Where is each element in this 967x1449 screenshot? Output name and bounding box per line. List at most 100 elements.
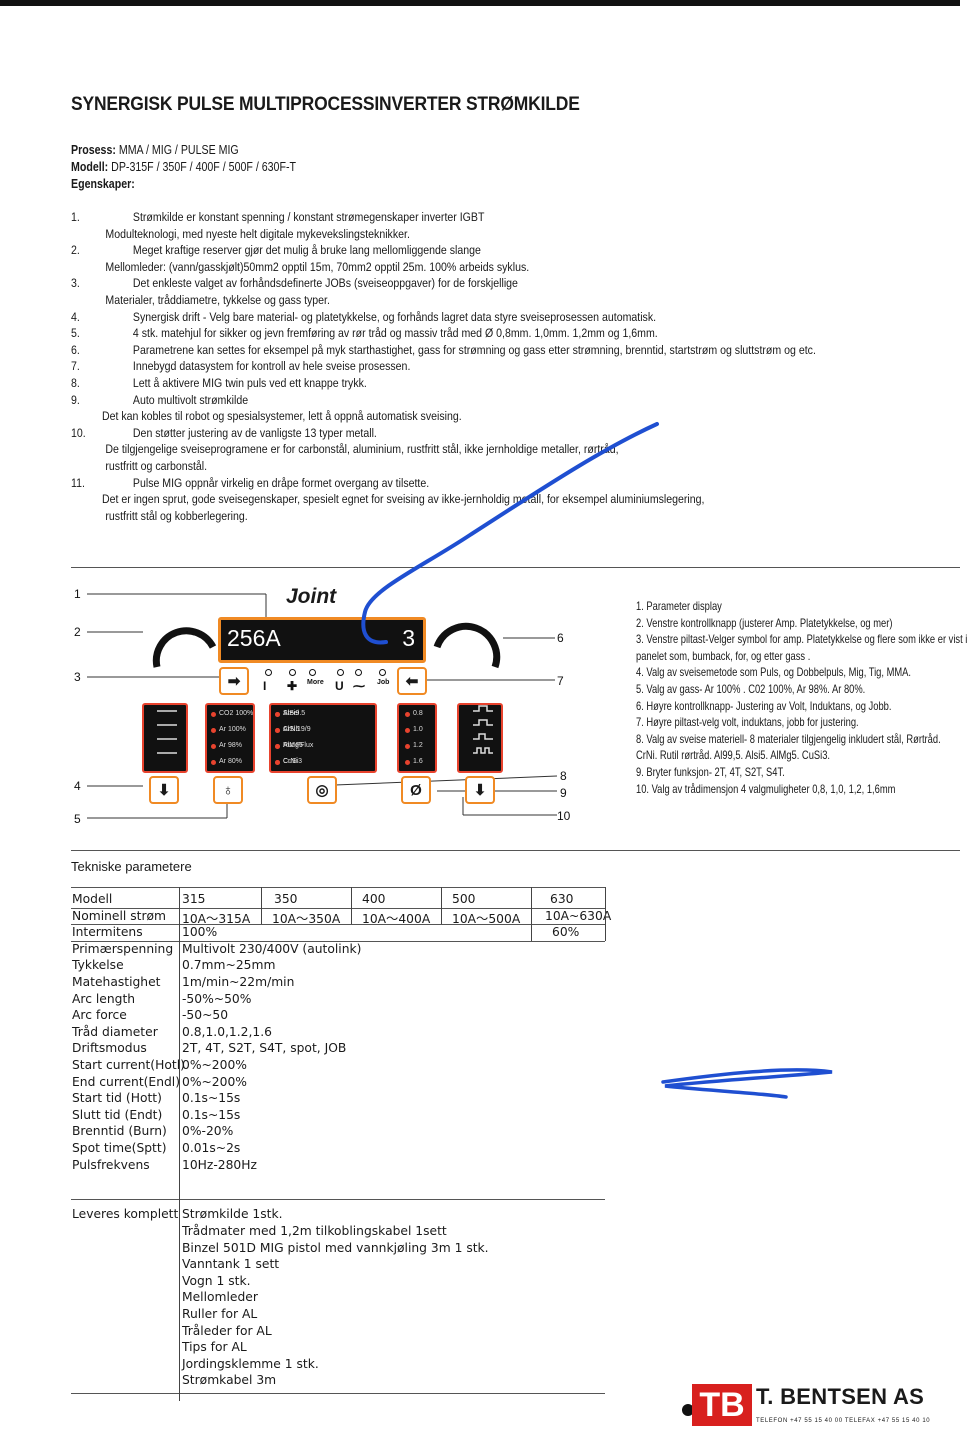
wire-diameter-button[interactable]: Ø <box>401 776 431 804</box>
table-cell: Slutt tid (Endt) <box>72 1107 163 1122</box>
table-cell: 0%-20% <box>182 1124 234 1139</box>
feature-text: Det enkleste valget av forhåndsdefinerte… <box>132 276 518 291</box>
gas-bottle-icon: ♁ <box>222 781 234 799</box>
process-line: Prosess: MMA / MIG / PULSE MIG <box>71 143 239 157</box>
feature-line: 3.Det enkleste valget av forhåndsdefiner… <box>71 275 759 292</box>
legend-item: 4. Valg av sveisemetode som Puls, og Dob… <box>636 665 912 680</box>
table-cell: 0.01s~2s <box>182 1141 241 1155</box>
feature-continuation: Det er ingen sprut, gode sveisegenskaper… <box>101 492 705 507</box>
feature-number: 10. <box>71 425 86 440</box>
feature-text: Parametrene kan settes for eksempel på m… <box>132 342 816 357</box>
delivery-text: Mellomleder <box>182 1290 258 1305</box>
delivery-text: Strømkabel 3m <box>182 1373 277 1388</box>
divider <box>71 567 960 568</box>
feature-continuation: Mellomleder: (vann/gasskjølt)50mm2 oppti… <box>105 259 530 274</box>
feature-line: 4. Synergisk drift - Velg bare material- … <box>71 309 759 326</box>
material-select-button[interactable]: ◎ <box>307 776 337 804</box>
table-cell: 2T, 4T, S2T, S4T, spot, JOB <box>182 1041 347 1056</box>
table-cell: 10A～400A <box>362 911 431 926</box>
block-label: CuSi3 <box>283 758 303 765</box>
feature-line: 11.Pulse MIG oppnår virkelig en dråpe fo… <box>71 475 759 492</box>
feature-continuation: Materialer, tråddiametre, tykkelse og ga… <box>105 292 330 307</box>
block-label: Ar 100% <box>219 726 246 733</box>
delivery-text: Ruller for AL <box>182 1307 258 1321</box>
panel-lines <box>87 593 558 819</box>
table-rule <box>71 924 605 926</box>
feature-line: 1. Strømkilde er konstant spenning / kons… <box>71 209 759 226</box>
block-label: 0.8 <box>413 710 423 717</box>
block-led <box>405 712 410 717</box>
company-contact: TELEFON +47 55 15 40 00 TELEFAX +47 55 1… <box>756 1418 931 1424</box>
right-arrow-button[interactable]: ⬅ <box>397 667 427 695</box>
panel-legend: 1. Parameter display 2. Venstre kontrollk… <box>636 598 967 797</box>
indicator-led <box>265 669 272 676</box>
feature-line: 8.Lett å aktivere MIG twin puls ved ett … <box>71 375 759 392</box>
legend-item: 1. Parameter display <box>636 599 722 613</box>
table-cell: Start tid (Hott) <box>72 1091 162 1106</box>
table-cell: Arc force <box>72 1008 127 1023</box>
feature-number: 4. <box>71 309 80 324</box>
display-right-value: 3 <box>402 625 415 651</box>
table-header-cell: 315 <box>182 892 206 906</box>
feature-line: 9.Auto multivolt strømkilde <box>71 392 759 409</box>
legend-item: 3. Venstre piltast-Velger symbol for amp… <box>636 632 967 647</box>
table-cell: Intermitens <box>72 925 143 940</box>
table-cell: Multivolt 230/400V (autolink) <box>182 941 362 956</box>
legend-item: 10. Valg av trådimensjon 4 valgmulighete… <box>636 781 896 796</box>
ink-stroke-underline <box>661 1068 833 1099</box>
table-cell: 10A～350A <box>272 911 341 926</box>
feature-line: Mellomleder: (vann/gasskjølt)50mm2 oppti… <box>71 259 759 276</box>
block-led <box>275 760 280 765</box>
feature-number: 1. <box>71 210 80 224</box>
delivery-label: Leveres komplett <box>72 1207 179 1222</box>
delivery-text: Strømkilde 1stk. <box>182 1207 283 1222</box>
block-label: Rut FFlux <box>283 742 314 749</box>
legend-item: 8. Valg av sveise materiell- 8 materiale… <box>636 731 941 746</box>
table-cell: Pulsfrekvens <box>72 1157 150 1172</box>
feature-number: 6. <box>71 342 80 357</box>
table-rule <box>71 940 605 942</box>
legend-item: 9. Bryter funksjon- 2T, 4T, S2T, S4T. <box>636 764 785 779</box>
table-cell: Start current(Hotl) <box>72 1058 185 1072</box>
company-name: T. BENTSEN AS <box>756 1384 925 1409</box>
wire-spool-icon: ◎ <box>315 782 329 799</box>
parameter-display: 256A 3 <box>218 617 426 663</box>
divider <box>71 850 960 851</box>
feature-text: Strømkilde er konstant spenning / konsta… <box>132 210 485 224</box>
feature-continuation: Det kan kobles til robot og spesialsyste… <box>101 409 462 424</box>
indicator-led <box>309 669 316 676</box>
table-cell: 0%~200% <box>182 1058 247 1072</box>
table-rule <box>531 887 532 941</box>
table-rule <box>179 887 180 1401</box>
process-select-button[interactable]: ⬇ <box>149 776 179 804</box>
block-led <box>275 744 280 749</box>
feature-text: Lett å aktivere MIG twin puls ved ett kn… <box>132 375 367 390</box>
legend-item: 2. Venstre kontrollknapp (justerer Amp. … <box>636 615 893 630</box>
table-cell: 10A～500A <box>452 911 521 926</box>
feature-line: Det kan kobles til robot og spesialsyste… <box>71 408 759 425</box>
feature-line: 6. Parametrene kan settes for eksempel på… <box>71 342 816 359</box>
indicator-label: More <box>307 679 324 686</box>
diameter-icon: Ø <box>410 781 422 799</box>
block-symbols <box>157 705 493 754</box>
features-label: Egenskaper: <box>71 177 135 191</box>
feature-continuation: Modulteknologi, med nyeste helt digitale… <box>105 226 410 241</box>
legend-item: 7. Høyre piltast-velg volt, induktans, j… <box>636 715 859 730</box>
table-cell: Arc length <box>72 991 136 1006</box>
arrow-down-icon: ⬇ <box>473 782 487 799</box>
function-select-button[interactable]: ⬇ <box>465 776 495 804</box>
top-bar <box>0 0 960 6</box>
table-cell: 100% <box>182 925 218 940</box>
gas-select-button[interactable]: ♁ <box>213 776 243 804</box>
company-logo: TB T. BENTSEN AS TELEFON +47 55 15 40 00… <box>682 1384 957 1428</box>
table-cell: 0.1s~15s <box>182 1091 241 1106</box>
feature-line: 2.Meget kraftige reserver gjør det mulig… <box>71 242 759 259</box>
feature-line: Modulteknologi, med nyeste helt digitale… <box>71 226 759 243</box>
left-knob-icon <box>152 627 217 668</box>
feature-text: Synergisk drift - Velg bare material- og… <box>132 309 657 324</box>
legend-item: panelet som, bumback, for, og etter gass… <box>636 648 811 663</box>
indicator-label: I <box>263 679 267 693</box>
block-label: 1.6 <box>413 758 423 765</box>
left-arrow-button[interactable]: ➡ <box>219 667 249 695</box>
